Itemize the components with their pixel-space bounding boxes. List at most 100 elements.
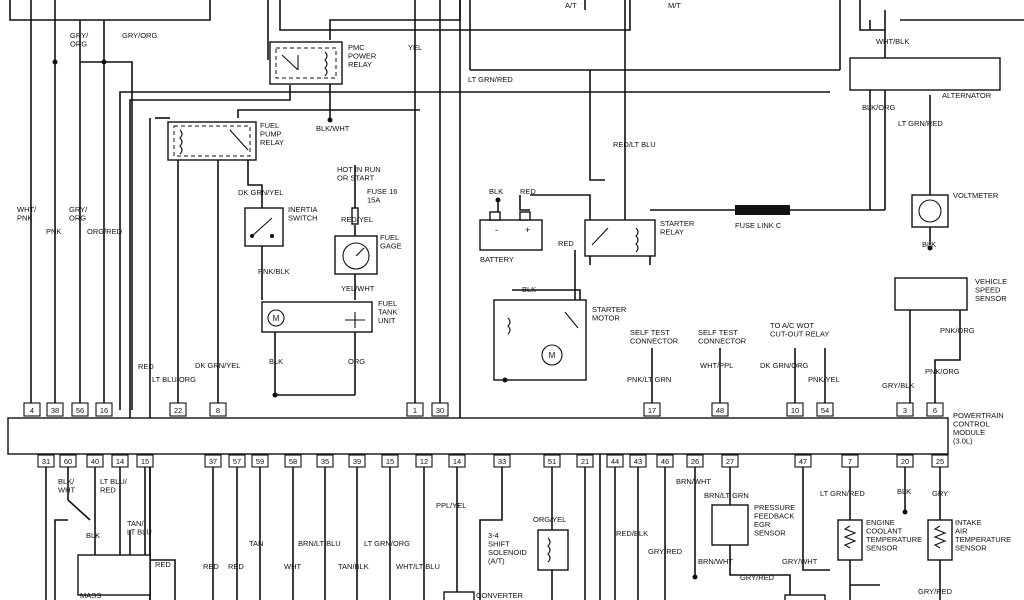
label-line: TAN/: [127, 519, 144, 528]
wire-label: PPL/YEL: [436, 501, 466, 510]
pin-label: 59: [256, 457, 264, 466]
pin-label: 43: [634, 457, 642, 466]
label-line: RELAY: [348, 60, 372, 69]
battery-label: BATTERY: [480, 255, 514, 264]
converter-label: CONVERTER: [476, 591, 524, 600]
pmc-power-relay: [269, 41, 343, 85]
starter-motor: M: [493, 299, 587, 381]
label-line: LT BLU: [127, 528, 152, 537]
label-line: MODULE: [953, 428, 985, 437]
label-line: BLK/: [58, 477, 75, 486]
label-line: TEMPERATURE: [866, 535, 922, 544]
wire-label: BRN/LT BLU: [298, 539, 341, 548]
label-line: COOLANT: [866, 527, 903, 536]
label-line: CONNECTOR: [698, 337, 747, 346]
wire-label: BLK: [897, 487, 911, 496]
wire-label: RED/YEL: [341, 215, 373, 224]
wire-label: DK GRN/YEL: [195, 361, 240, 370]
label-line: EGR: [754, 520, 771, 529]
partial-component: [784, 594, 826, 600]
pin-label: 15: [386, 457, 394, 466]
wire-label: RED: [203, 562, 219, 571]
pin-label: 3: [903, 406, 907, 415]
wire-label: GRY/RED: [740, 573, 775, 582]
pcm-module: [7, 417, 949, 455]
label-line: UNIT: [378, 316, 396, 325]
wire-label: TAN: [249, 539, 263, 548]
pin-label: 60: [64, 457, 72, 466]
pin-label: 57: [233, 457, 241, 466]
label-line: (A/T): [488, 557, 505, 566]
wire-label: YEL: [408, 43, 422, 52]
wire-label: RED: [155, 560, 171, 569]
label-line: TO A/C WOT: [770, 321, 814, 330]
mass-air-flow-sensor: [77, 554, 151, 596]
wire-label: WHT/LT BLU: [396, 562, 440, 571]
wire-label: LT GRN/RED: [820, 489, 865, 498]
fuse-link-c: [735, 205, 790, 215]
wire-label: PNK/LT GRN: [627, 375, 671, 384]
fuse-link-label: FUSE LINK C: [735, 221, 782, 230]
svg-text:-: -: [495, 225, 498, 235]
pin-label: 40: [91, 457, 99, 466]
pin-label: 8: [216, 406, 220, 415]
wire-label: GRY/RED: [648, 547, 683, 556]
converter: [443, 591, 475, 600]
at-label: A/T: [565, 1, 577, 10]
pin-label: 25: [936, 457, 944, 466]
wire-label: PNK: [46, 227, 61, 236]
label-line: ORG: [70, 40, 87, 49]
pin-label: 15: [141, 457, 149, 466]
wire-label: BRN/WHT: [698, 557, 733, 566]
label-line: SOLENOID: [488, 548, 527, 557]
pin-label: 58: [289, 457, 297, 466]
label-line: VEHICLE: [975, 277, 1007, 286]
wire-label: DK GRN/ORG: [760, 361, 809, 370]
wire-label: LT BLU/ORG: [152, 375, 196, 384]
ect-sensor: [837, 519, 863, 561]
wire-label: GRY/BLK: [882, 381, 914, 390]
label-line: GAGE: [380, 242, 402, 251]
label-line: TANK: [378, 308, 397, 317]
label-line: FEEDBACK: [754, 512, 794, 521]
pin-label: 44: [611, 457, 619, 466]
label-line: GRY/: [69, 205, 88, 214]
pin-label: 1: [413, 406, 417, 415]
wire-label: BLK/ORG: [862, 103, 896, 112]
label-line: WHT/: [17, 205, 37, 214]
pin-label: 22: [174, 406, 182, 415]
label-line: SENSOR: [975, 294, 1007, 303]
svg-text:M: M: [273, 314, 280, 323]
wire-label: GRY: [932, 489, 948, 498]
label-line: SELF TEST: [630, 328, 670, 337]
voltmeter: [911, 194, 949, 228]
label-line: PUMP: [260, 130, 282, 139]
pin-label: 26: [691, 457, 699, 466]
wire-label: YEL/WHT: [341, 284, 375, 293]
label-line: CUT-OUT RELAY: [770, 330, 829, 339]
junction-dots: [52, 59, 933, 580]
fuel-gage: [334, 235, 378, 275]
label-line: MOTOR: [592, 314, 620, 323]
label-line: SHIFT: [488, 540, 510, 549]
wire-label: LT GRN/ORG: [364, 539, 410, 548]
wire-label: TAN/LT BLU: [127, 519, 152, 537]
mt-label: M/T: [668, 1, 681, 10]
wire-color-labels: GRY/ORG GRY/ORG YEL BLK/WHT DK GRN/YEL P…: [17, 31, 975, 596]
pin-label: 14: [453, 457, 461, 466]
svg-text:+: +: [525, 225, 530, 235]
label-line: CONTROL: [953, 420, 990, 429]
pin-label: 48: [716, 406, 724, 415]
wire-label: DK GRN/YEL: [238, 188, 283, 197]
alternator-label: ALTERNATOR: [942, 91, 992, 100]
starter-relay: [584, 219, 656, 257]
pin-label: 7: [848, 457, 852, 466]
wire-label: PNK/YEL: [808, 375, 840, 384]
